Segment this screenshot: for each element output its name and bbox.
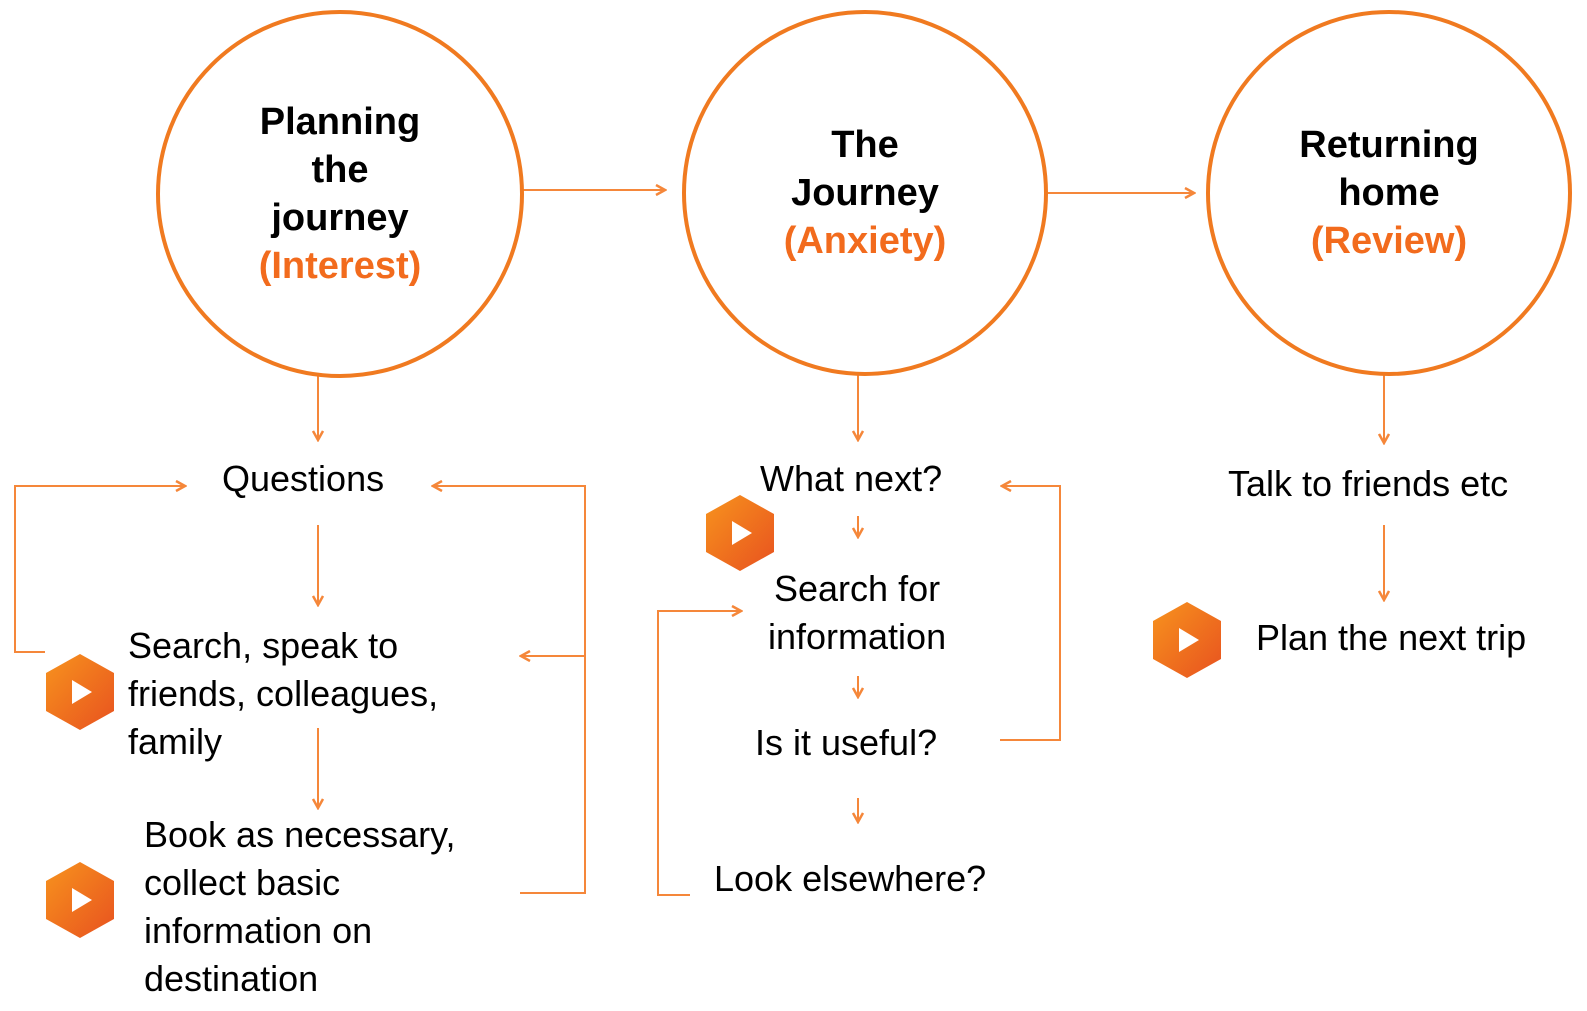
- step-book: Book as necessary, collect basic informa…: [144, 814, 456, 999]
- step-questions: Questions: [222, 458, 385, 499]
- stage-journey-emotion: (Anxiety): [783, 220, 947, 262]
- stage-returning-emotion: (Review): [1310, 220, 1468, 262]
- stage-returning: Returning home (Review): [1206, 10, 1572, 376]
- stage-journey: The Journey (Anxiety): [682, 10, 1048, 376]
- step-look-elsewhere: Look elsewhere?: [714, 858, 987, 899]
- play-hexagon-icon[interactable]: [1151, 600, 1223, 680]
- step-is-useful: Is it useful?: [755, 722, 938, 763]
- step-talk-friends: Talk to friends etc: [1228, 463, 1509, 504]
- play-hexagon-icon[interactable]: [44, 860, 116, 940]
- loop-book-to-questions: [433, 486, 586, 894]
- step-plan-next: Plan the next trip: [1256, 617, 1527, 658]
- loop-elsewhere-to-search: [657, 611, 741, 896]
- play-hexagon-icon[interactable]: [704, 493, 776, 573]
- stage-journey-title: The Journey: [791, 124, 939, 214]
- step-search-speak: Search, speak to friends, colleagues, fa…: [128, 625, 439, 762]
- step-search-info: Search for information: [768, 568, 947, 657]
- stage-returning-title: Returning home: [1299, 124, 1479, 214]
- stage-planning-title: Planning the journey: [259, 101, 421, 239]
- loop-search-to-questions: [14, 486, 185, 653]
- stage-planning: Planning the journey (Interest): [156, 10, 524, 378]
- stage-planning-emotion: (Interest): [258, 245, 422, 287]
- play-hexagon-icon[interactable]: [44, 652, 116, 732]
- loop-useful-to-whatnext: [1000, 486, 1061, 741]
- step-what-next: What next?: [760, 458, 943, 499]
